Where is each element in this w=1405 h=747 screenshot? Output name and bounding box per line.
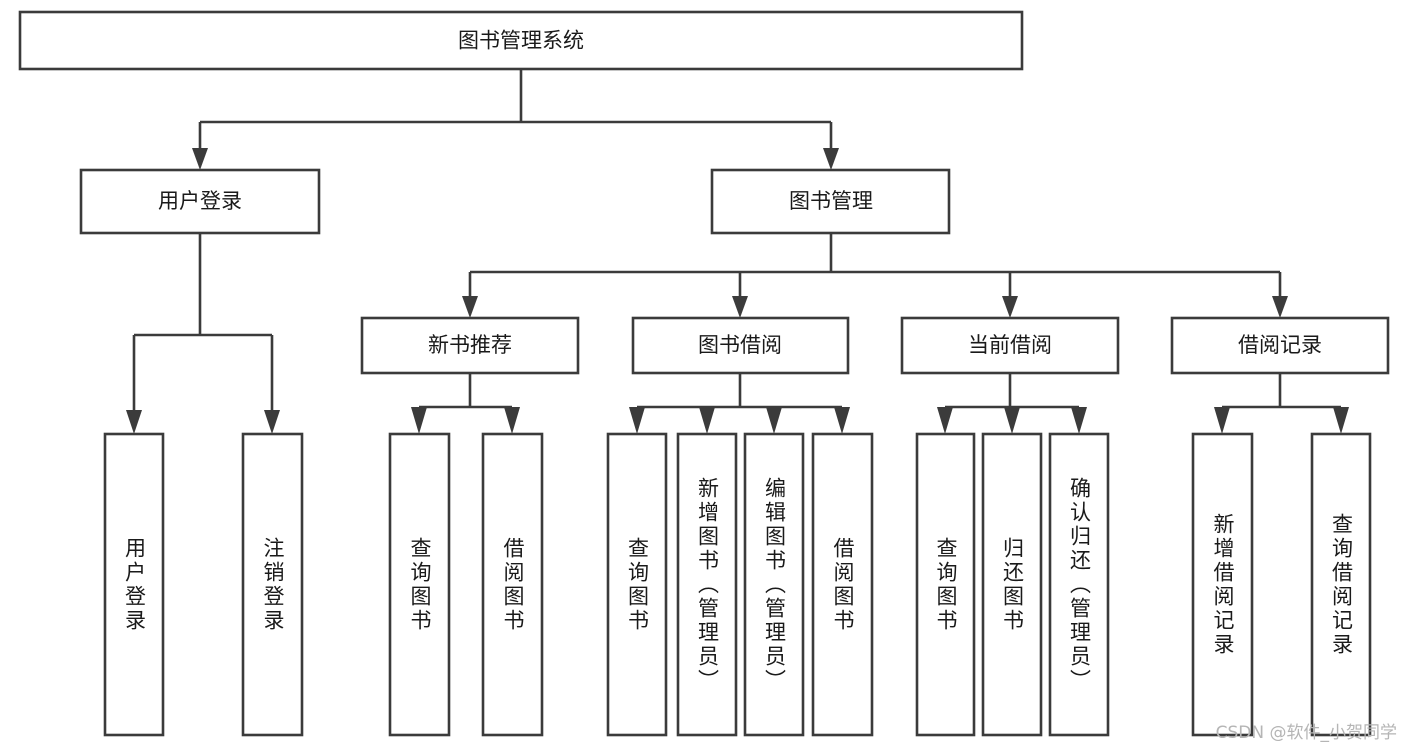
connectors xyxy=(132,69,1343,414)
edge-root-split xyxy=(198,69,833,152)
arrow-head-icon xyxy=(834,407,850,434)
arrow-head-icon xyxy=(462,296,478,318)
node-root[interactable]: 图书管理系统 xyxy=(18,10,1024,71)
node-root-box[interactable] xyxy=(18,10,1024,71)
arrow-head-icon xyxy=(629,407,645,434)
edge-bookborrow-split xyxy=(635,373,844,414)
node-borrow-record[interactable]: 借阅记录 xyxy=(1170,316,1390,375)
node-book-management[interactable]: 图书管理 xyxy=(710,168,951,235)
edge-userlogin-split xyxy=(132,233,274,414)
arrow-head-icon xyxy=(699,407,715,434)
watermark-text: CSDN @软件_小贺同学 xyxy=(1215,723,1397,743)
leaf-node-box[interactable] xyxy=(606,432,668,737)
leaf-node-box[interactable] xyxy=(811,432,874,737)
arrow-head-icon xyxy=(192,148,208,170)
arrow-heads xyxy=(126,148,1349,434)
leaf-node-box[interactable] xyxy=(743,432,805,737)
node-current-borrow[interactable]: 当前借阅 xyxy=(900,316,1120,375)
node-user-login-label: 用户登录 xyxy=(158,189,242,213)
node-borrow-record-label: 借阅记录 xyxy=(1238,333,1322,357)
arrow-head-icon xyxy=(937,407,953,434)
node-user-login-box[interactable] xyxy=(79,168,321,235)
leaf-node-box[interactable] xyxy=(676,432,738,737)
node-user-login[interactable]: 用户登录 xyxy=(79,168,321,235)
arrow-head-icon xyxy=(1071,407,1087,434)
arrow-head-icon xyxy=(1214,407,1230,434)
arrow-head-icon xyxy=(1333,407,1349,434)
leaf-node-box[interactable] xyxy=(981,432,1043,737)
arrow-head-icon xyxy=(823,148,839,170)
node-current-borrow-box[interactable] xyxy=(900,316,1120,375)
arrow-head-icon xyxy=(1004,407,1020,434)
node-book-borrow-label: 图书借阅 xyxy=(698,333,782,357)
leaf-node-box[interactable] xyxy=(1310,432,1372,737)
node-book-management-box[interactable] xyxy=(710,168,951,235)
leaf-node-box[interactable] xyxy=(388,432,451,737)
arrow-head-icon xyxy=(1002,296,1018,318)
node-book-borrow-box[interactable] xyxy=(631,316,850,375)
leaf-node-box[interactable] xyxy=(915,432,976,737)
edge-newbook-split xyxy=(417,373,514,414)
node-root-label: 图书管理系统 xyxy=(458,29,584,53)
leaf-node-box[interactable] xyxy=(1048,432,1110,737)
leaf-node-box[interactable] xyxy=(481,432,544,737)
arrow-head-icon xyxy=(126,410,142,434)
node-new-book-recommend[interactable]: 新书推荐 xyxy=(360,316,580,375)
node-current-borrow-label: 当前借阅 xyxy=(968,333,1052,357)
edge-bookmgmt-split xyxy=(468,233,1282,300)
leaf-boxes xyxy=(103,432,1372,737)
arrow-head-icon xyxy=(1272,296,1288,318)
arrow-head-icon xyxy=(411,407,427,434)
arrow-head-icon xyxy=(264,410,280,434)
arrow-head-icon xyxy=(732,296,748,318)
edge-borrowrecord-split xyxy=(1220,373,1343,414)
node-new-book-recommend-box[interactable] xyxy=(360,316,580,375)
arrow-head-icon xyxy=(766,407,782,434)
node-new-book-recommend-label: 新书推荐 xyxy=(428,333,512,357)
node-borrow-record-box[interactable] xyxy=(1170,316,1390,375)
leaf-node-box[interactable] xyxy=(241,432,304,737)
node-book-management-label: 图书管理 xyxy=(789,189,873,213)
arrow-head-icon xyxy=(504,407,520,434)
leaf-node-box[interactable] xyxy=(1191,432,1254,737)
node-book-borrow[interactable]: 图书借阅 xyxy=(631,316,850,375)
leaf-node-box[interactable] xyxy=(103,432,165,737)
